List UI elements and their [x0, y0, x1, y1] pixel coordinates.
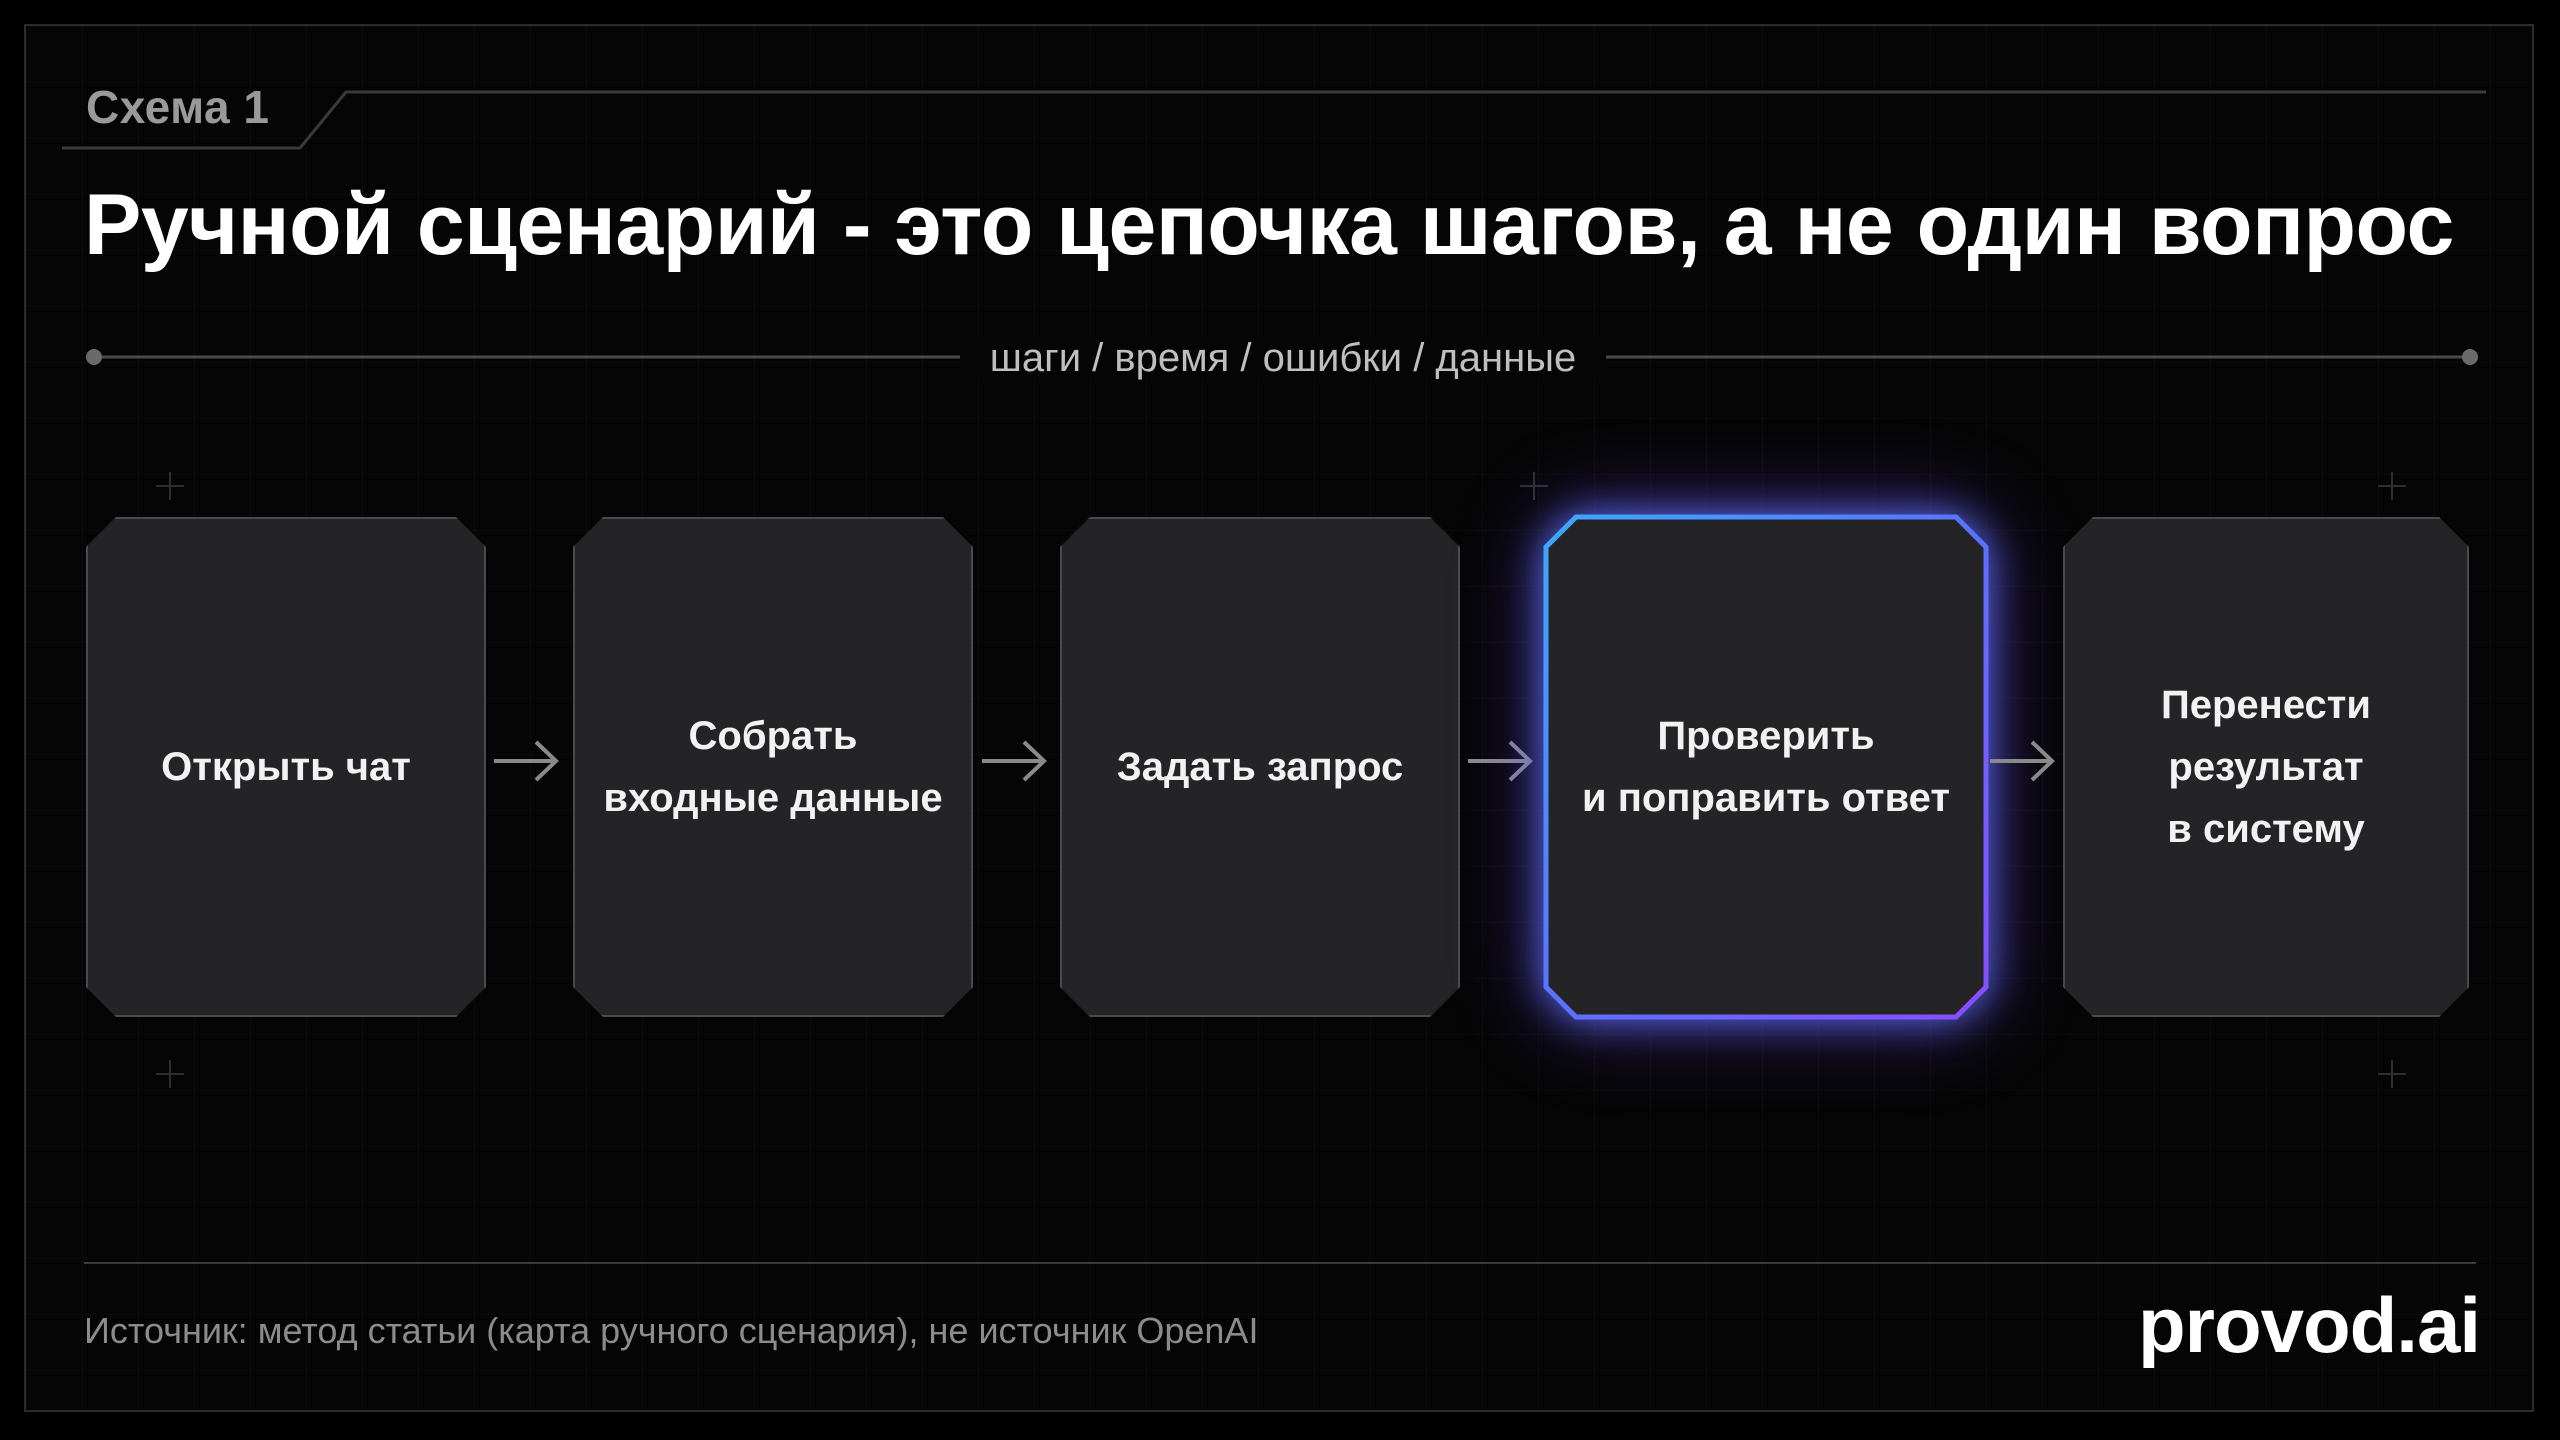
step-label: Задать запрос — [1116, 745, 1404, 789]
subtitle-text: шаги / время / ошибки / данные — [959, 336, 1607, 380]
highlight-border — [1543, 514, 1989, 1020]
step-box-check-answer: Проверить и поправить ответ — [1549, 517, 1983, 1017]
crosshair-icon — [156, 472, 184, 500]
crosshair-icon — [156, 1060, 184, 1088]
subtitle-caption: шаги / время / ошибки / данные — [84, 336, 2482, 381]
step-label: Открыть чат — [161, 745, 411, 789]
step-box-transfer-result: Перенести результат в систему — [2063, 517, 2469, 1017]
step-box-ask-query: Задать запрос — [1060, 517, 1460, 1017]
crosshair-icon — [2378, 1060, 2406, 1088]
crosshair-icon — [2378, 472, 2406, 500]
arrow-right-icon — [1990, 740, 2055, 782]
step-box-collect-data: Собрать входные данные — [573, 517, 973, 1017]
crosshair-icon — [1520, 472, 1548, 500]
step-label: Проверить и поправить ответ — [1581, 714, 1950, 820]
arrow-right-icon — [1468, 740, 1533, 782]
scheme-tab-line — [62, 90, 2486, 150]
axis-end-dot — [2462, 349, 2478, 365]
axis-start-dot — [86, 349, 102, 365]
arrow-right-icon — [982, 740, 1047, 782]
step-label: Перенести результат в систему — [2161, 683, 2371, 851]
page-title: Ручной сценарий - это цепочка шагов, а н… — [84, 177, 2454, 273]
scheme-label: Схема 1 — [86, 81, 270, 133]
brand-logo: provod.ai — [2137, 1281, 2481, 1369]
footer-divider — [84, 1262, 2476, 1264]
arrow-right-icon — [494, 740, 559, 782]
step-box-open-chat: Открыть чат — [86, 517, 486, 1017]
step-label: Собрать входные данные — [603, 714, 943, 820]
source-note: Источник: метод статьи (карта ручного сц… — [84, 1310, 1259, 1351]
